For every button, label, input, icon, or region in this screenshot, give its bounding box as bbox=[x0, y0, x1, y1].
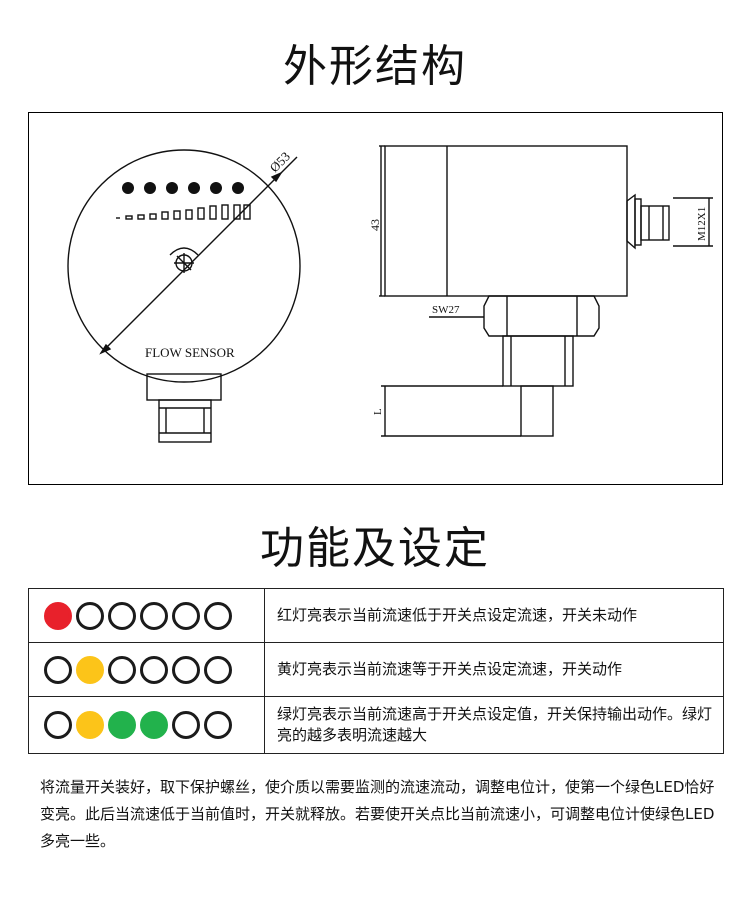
led-indicator-group bbox=[29, 589, 265, 642]
legend-text: 红灯亮表示当前流速低于开关点设定流速，开关未动作 bbox=[277, 606, 638, 624]
flow-sensor-label: FLOW SENSOR bbox=[145, 345, 235, 360]
led-yellow-icon bbox=[76, 655, 104, 684]
led-indicator-group bbox=[29, 697, 265, 753]
legend-text: 绿灯亮表示当前流速高于开关点设定值，开关保持输出动作。绿灯亮的越多表明流速越大 bbox=[277, 705, 713, 744]
led-off-icon bbox=[108, 655, 136, 684]
led-red-icon bbox=[44, 601, 72, 630]
diameter-label: Ø53 bbox=[267, 149, 293, 175]
led-off-icon bbox=[204, 601, 232, 630]
legend-text: 黄灯亮表示当前流速等于开关点设定流速，开关动作 bbox=[277, 660, 623, 678]
led-off-icon bbox=[172, 601, 200, 630]
probe bbox=[520, 385, 554, 437]
thread-label: M12X1 bbox=[696, 207, 708, 241]
led-off-icon bbox=[76, 601, 104, 630]
led-off-icon bbox=[204, 655, 232, 684]
front-thread bbox=[158, 399, 212, 443]
length-label: L bbox=[372, 408, 384, 415]
led-off-icon bbox=[140, 655, 168, 684]
led-green-icon bbox=[140, 711, 168, 739]
led-off-icon bbox=[44, 655, 72, 684]
setup-instructions: 将流量开关装好，取下保护螺丝，使介质以需要监测的流速流动，调整电位计，使第一个绿… bbox=[40, 778, 715, 850]
led-off-icon bbox=[108, 601, 136, 630]
led-yellow-icon bbox=[76, 711, 104, 739]
legend-row-red: 红灯亮表示当前流速低于开关点设定流速，开关未动作 bbox=[29, 589, 723, 643]
hex-nut bbox=[483, 295, 600, 337]
led-indicator-group bbox=[29, 643, 265, 696]
sensor-face-circle bbox=[67, 149, 301, 383]
led-off-icon bbox=[140, 601, 168, 630]
technical-drawing: FLOW SENSOR Ø53 43 M12X1 SW27 L bbox=[28, 112, 723, 485]
drawing-svg: FLOW SENSOR Ø53 43 M12X1 SW27 L bbox=[67, 145, 713, 443]
legend-row-green: 绿灯亮表示当前流速高于开关点设定值，开关保持输出动作。绿灯亮的越多表明流速越大 bbox=[29, 697, 723, 753]
led-off-icon bbox=[204, 711, 232, 739]
section-title-shape: 外形结构 bbox=[283, 41, 467, 92]
led-green-icon bbox=[108, 711, 136, 739]
spanner-label: SW27 bbox=[432, 304, 460, 316]
led-off-icon bbox=[172, 655, 200, 684]
led-legend-table: 红灯亮表示当前流速低于开关点设定流速，开关未动作 黄灯亮表示当前流速等于开关点设… bbox=[28, 588, 724, 754]
led-off-icon bbox=[172, 711, 200, 739]
side-body bbox=[384, 145, 628, 297]
legend-row-yellow: 黄灯亮表示当前流速等于开关点设定流速，开关动作 bbox=[29, 643, 723, 697]
height-label: 43 bbox=[368, 219, 382, 231]
section-title-function: 功能及设定 bbox=[260, 523, 490, 574]
led-off-icon bbox=[44, 711, 72, 739]
diameter-line bbox=[100, 172, 282, 354]
front-neck bbox=[146, 373, 222, 401]
